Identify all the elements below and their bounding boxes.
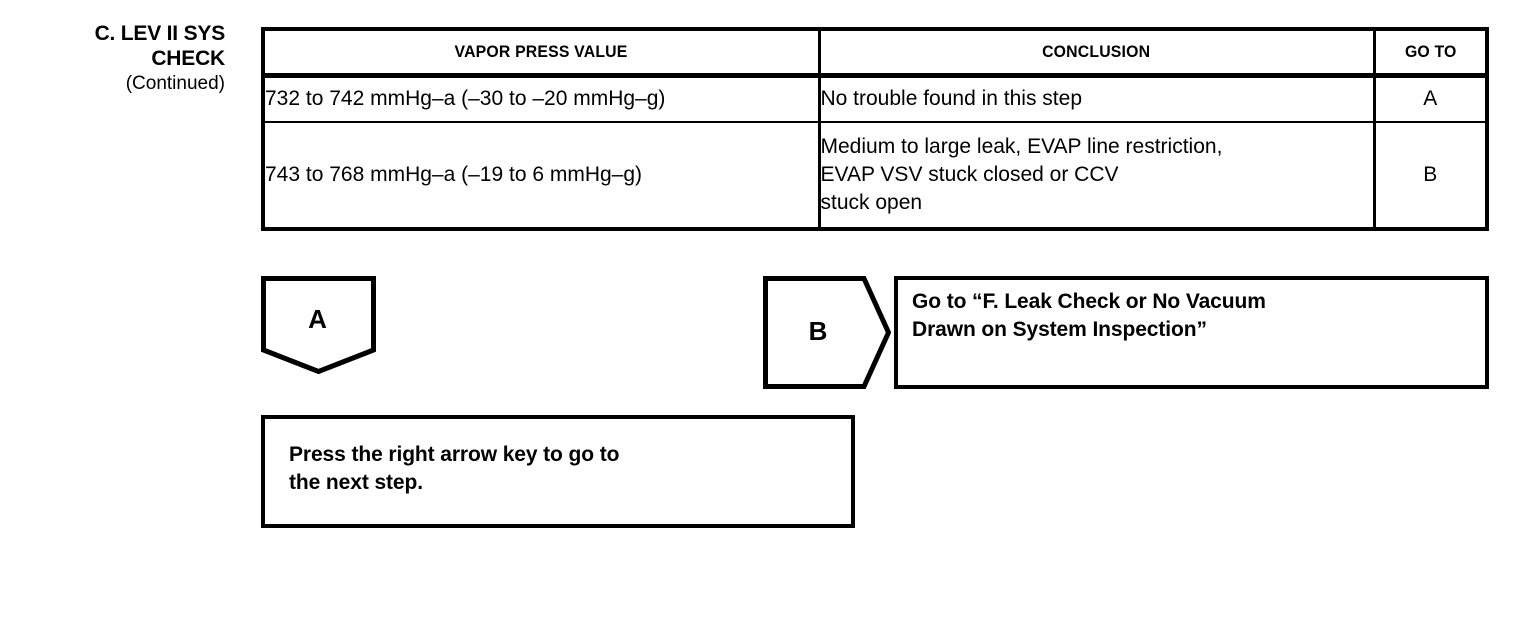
- cell-go-to: A: [1372, 75, 1485, 123]
- instruction-box: Press the right arrow key to go to the n…: [261, 415, 855, 528]
- section-heading: C. LEV II SYS CHECK (Continued): [20, 22, 226, 95]
- cell-vapor-press-value: 732 to 742 mmHg–a (–30 to –20 mmHg–g): [265, 75, 819, 123]
- cell-conclusion: No trouble found in this step: [817, 75, 1374, 123]
- flow-connector-a: A: [261, 276, 376, 374]
- goto-reference-text: Go to “F. Leak Check or No Vacuum Drawn …: [912, 290, 1266, 341]
- instruction-text: Press the right arrow key to go to the n…: [289, 443, 620, 494]
- table-header-row: VAPOR PRESS VALUE CONCLUSION GO TO: [265, 31, 1485, 78]
- cell-conclusion: Medium to large leak, EVAP line restrict…: [817, 122, 1374, 227]
- column-header-vapor-press-value: VAPOR PRESS VALUE: [265, 31, 819, 78]
- section-heading-line-2: CHECK: [151, 46, 225, 70]
- column-header-conclusion: CONCLUSION: [817, 31, 1374, 78]
- cell-vapor-press-value: 743 to 768 mmHg–a (–19 to 6 mmHg–g): [265, 163, 643, 187]
- flow-connector-a-label: A: [308, 304, 327, 334]
- table-row: 732 to 742 mmHg–a (–30 to –20 mmHg–g) No…: [265, 75, 1485, 123]
- goto-reference-box: Go to “F. Leak Check or No Vacuum Drawn …: [894, 276, 1489, 389]
- pentagon-right-icon: [763, 276, 891, 389]
- vapor-press-table: VAPOR PRESS VALUE CONCLUSION GO TO 732 t…: [261, 27, 1489, 231]
- section-heading-continued: (Continued): [125, 72, 225, 94]
- cell-go-to: B: [1372, 122, 1485, 227]
- pentagon-down-icon: [261, 276, 376, 374]
- column-header-go-to: GO TO: [1372, 31, 1485, 78]
- flow-connector-b-label: B: [808, 316, 828, 346]
- section-heading-line-1: C. LEV II SYS: [94, 22, 226, 45]
- table-row: 743 to 768 mmHg–a (–19 to 6 mmHg–g) Medi…: [265, 122, 1485, 227]
- flow-connector-b: B: [763, 276, 891, 389]
